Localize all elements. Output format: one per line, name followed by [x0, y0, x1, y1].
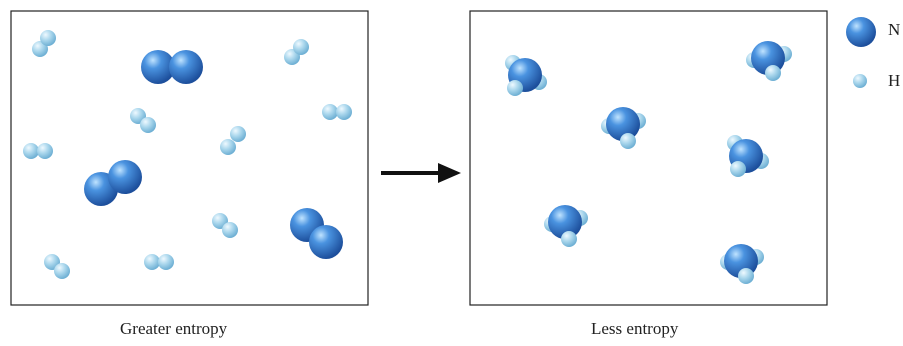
hydrogen-atom — [765, 65, 781, 81]
hydrogen-atom — [230, 126, 246, 142]
nh3-molecule — [720, 244, 764, 284]
hydrogen-atom — [40, 30, 56, 46]
after-molecules — [505, 41, 792, 284]
hydrogen-atom — [561, 231, 577, 247]
hydrogen-atom — [54, 263, 70, 279]
hydrogen-atom — [738, 268, 754, 284]
h2-molecule — [32, 30, 56, 57]
hydrogen-atom — [37, 143, 53, 159]
h2-molecule — [23, 143, 53, 159]
hydrogen-atom — [32, 41, 48, 57]
nh3-molecule — [727, 135, 769, 177]
legend — [846, 17, 876, 88]
hydrogen-atom — [730, 161, 746, 177]
legend-h-icon — [853, 74, 867, 88]
legend-label-n: N — [888, 20, 901, 39]
hydrogen-atom — [144, 254, 160, 270]
hydrogen-atom — [322, 104, 338, 120]
nh3-molecule — [505, 55, 547, 96]
after-caption: Less entropy — [591, 319, 679, 338]
before-molecules — [23, 30, 352, 279]
nitrogen-atom — [606, 107, 640, 141]
h2-molecule — [220, 126, 246, 155]
nh3-molecule — [544, 205, 588, 247]
hydrogen-atom — [140, 117, 156, 133]
n2-molecule — [141, 50, 203, 84]
nh3-molecule — [601, 107, 646, 149]
h2-molecule — [44, 254, 70, 279]
h2-molecule — [284, 39, 309, 65]
reaction-arrow — [381, 163, 461, 183]
n2-molecule — [84, 160, 142, 206]
hydrogen-atom — [507, 80, 523, 96]
hydrogen-atom — [158, 254, 174, 270]
hydrogen-atom — [620, 133, 636, 149]
nitrogen-atom — [108, 160, 142, 194]
hydrogen-atom — [23, 143, 39, 159]
hydrogen-atom — [220, 139, 236, 155]
nitrogen-atom — [141, 50, 175, 84]
legend-label-h: H — [888, 71, 901, 90]
hydrogen-atom — [222, 222, 238, 238]
nitrogen-atom — [548, 205, 582, 239]
legend-n-icon — [846, 17, 876, 47]
hydrogen-atom — [336, 104, 352, 120]
nh3-molecule — [746, 41, 792, 81]
h2-molecule — [212, 213, 238, 238]
nitrogen-atom — [169, 50, 203, 84]
h2-molecule — [130, 108, 156, 133]
nitrogen-atom — [309, 225, 343, 259]
h2-molecule — [144, 254, 174, 270]
n2-molecule — [290, 208, 343, 259]
h2-molecule — [322, 104, 352, 120]
hydrogen-atom — [293, 39, 309, 55]
before-caption: Greater entropy — [120, 319, 228, 338]
